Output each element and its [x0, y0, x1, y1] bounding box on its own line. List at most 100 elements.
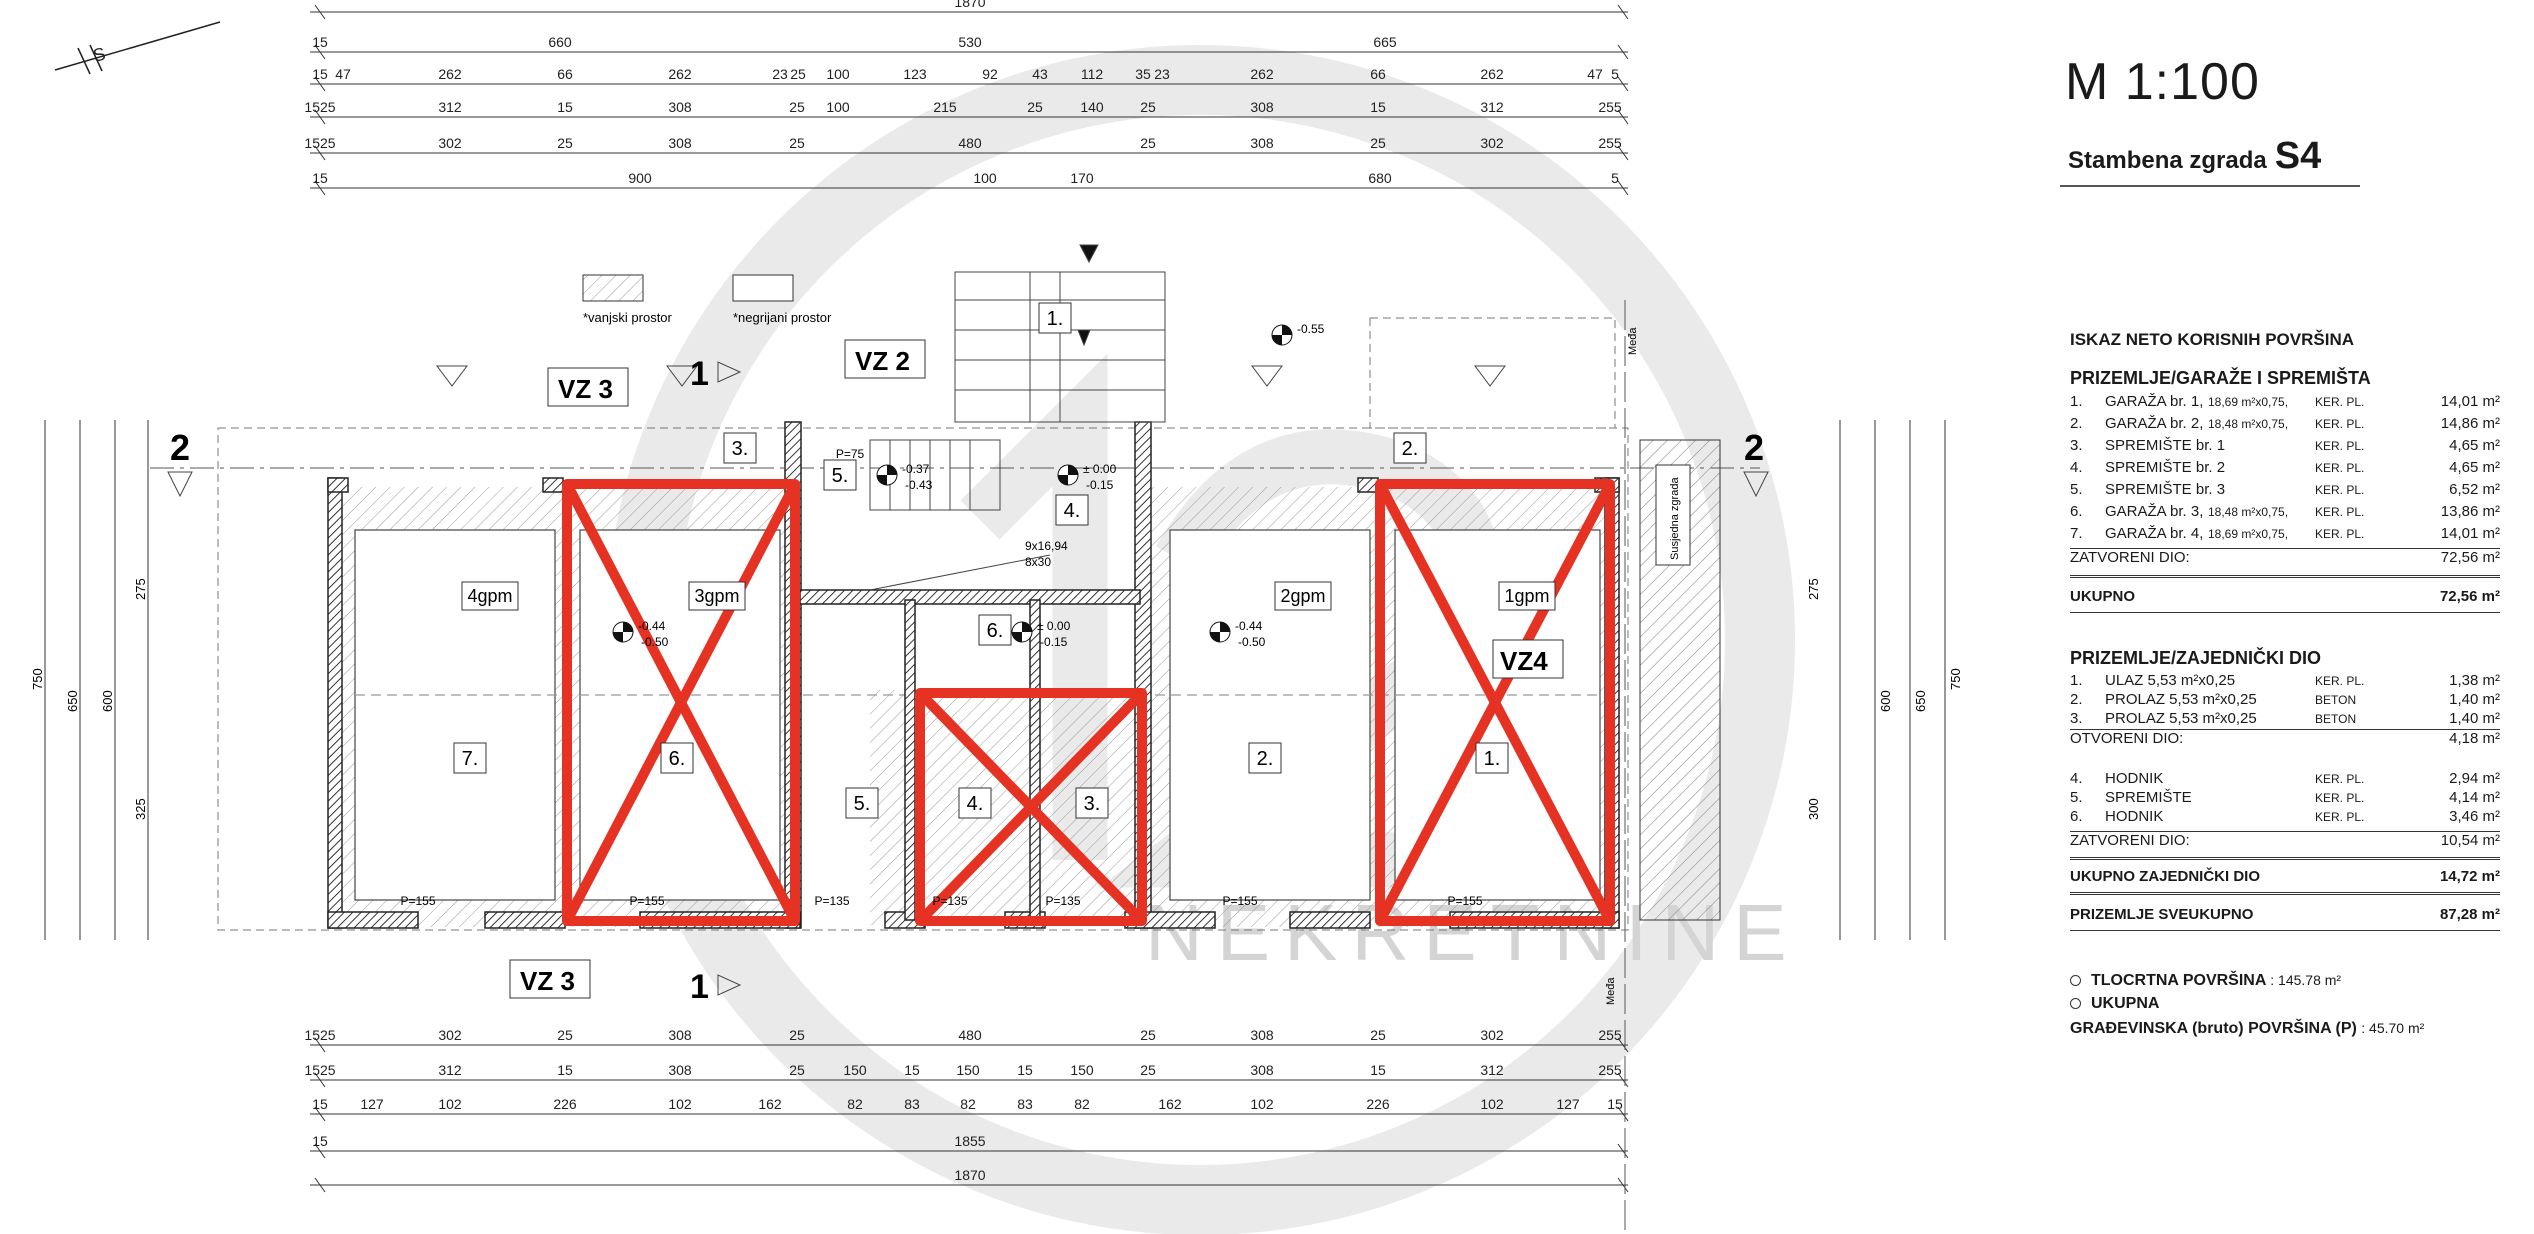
- area-row-n: 1.: [2070, 672, 2083, 689]
- dimension-label: 23: [1154, 66, 1170, 82]
- group1-total: UKUPNO 72,56 m²: [2070, 588, 2500, 605]
- dimension-label: 255: [1598, 1062, 1622, 1078]
- svg-text:S: S: [91, 43, 108, 65]
- dimension-label: 15: [1370, 99, 1386, 115]
- group2-open-label: OTVORENI DIO:: [2070, 730, 2184, 747]
- dimension-label: 308: [668, 135, 692, 151]
- group2-closed-divider: [2070, 831, 2500, 832]
- level-value: -0.55: [1297, 322, 1325, 336]
- dim-right-outer: 750: [1948, 668, 1963, 690]
- door-width-label: P=135: [932, 894, 967, 908]
- dimension-label: 15: [557, 1062, 573, 1078]
- room-label: 1.: [1047, 308, 1064, 330]
- group2-open-divider: [2070, 729, 2500, 730]
- room-label-box: [660, 742, 694, 774]
- group2-double-line: [2070, 857, 2500, 860]
- parking-label-box: [1274, 581, 1332, 611]
- dimension-label: 480: [958, 1027, 982, 1043]
- area-row-t: GARAŽA br. 3,: [2105, 503, 2204, 520]
- area-row-n: 2.: [2070, 691, 2083, 708]
- dimension-label: 255: [1598, 99, 1622, 115]
- level-value-secondary: -0.15: [1086, 478, 1114, 492]
- area-row-t: SPREMIŠTE: [2105, 789, 2192, 806]
- dimension-label: 255: [1598, 1027, 1622, 1043]
- parking-label-box: [688, 581, 746, 611]
- area-row-n: 3.: [2070, 710, 2083, 727]
- room-label-box: [723, 432, 757, 464]
- area-row-t: SPREMIŠTE br. 1: [2105, 437, 2226, 454]
- room-label-box: [958, 787, 992, 819]
- dim-left-mid: 600: [100, 690, 115, 712]
- dimension-label: 150: [1070, 1062, 1094, 1078]
- room-label: 3.: [1084, 793, 1101, 815]
- room-label-box: [453, 742, 487, 774]
- dimension-label: 123: [903, 66, 927, 82]
- area-row-v: 14,01 m²: [2440, 393, 2500, 410]
- group2-open-value: 4,18 m²: [2449, 730, 2500, 747]
- side-dimensions: [44, 420, 1946, 940]
- room-label: 6.: [669, 748, 686, 770]
- room-label: 5.: [832, 465, 849, 487]
- dimension-label: 255: [1598, 135, 1622, 151]
- area-row-m: KER. PL.: [2315, 439, 2365, 453]
- dimension-label: 665: [1373, 34, 1397, 50]
- dim-left-a: 275: [133, 578, 148, 600]
- area-row-formula: 18,48 m²x0,75,: [2208, 417, 2289, 431]
- legend-unheated-label: *negrijani prostor: [733, 310, 832, 325]
- dimension-label: 92: [982, 66, 998, 82]
- neighbour-label: Susjedna zgrada: [1669, 477, 1681, 560]
- group2-closed-label: ZATVORENI DIO:: [2070, 832, 2190, 849]
- dimension-label: 312: [438, 99, 462, 115]
- level-value: ± 0.00: [1083, 462, 1117, 476]
- grand-total: PRIZEMLJE SVEUKUPNO 87,28 m²: [2070, 906, 2500, 923]
- parking-label-box: [1498, 581, 1556, 611]
- dimension-label: 308: [1250, 99, 1274, 115]
- level-value: -0.44: [638, 619, 666, 633]
- area-row-t: HODNIK: [2105, 808, 2164, 825]
- boundary-label-bottom: Međa: [1605, 977, 1617, 1005]
- dimension-label: 1855: [954, 1133, 985, 1149]
- room-label-box: [1393, 432, 1427, 464]
- level-value: -0.44: [1235, 619, 1263, 633]
- area-row-m: KER. PL.: [2315, 674, 2365, 688]
- dimension-label: 1525: [304, 99, 335, 115]
- section-marker-2-left: 2: [170, 427, 190, 468]
- group1-total-value: 72,56 m²: [2439, 588, 2500, 605]
- area-row-v: 4,14 m²: [2449, 789, 2500, 806]
- dimension-label: 170: [1070, 170, 1094, 186]
- room-label: 1.: [1484, 748, 1501, 770]
- dimension-label: 25: [1140, 1027, 1156, 1043]
- dimension-label: 82: [1074, 1096, 1090, 1112]
- dimension-label: 150: [956, 1062, 980, 1078]
- dimension-label: 100: [973, 170, 997, 186]
- crossed-out-units: [562, 479, 1615, 926]
- dimension-label: 226: [553, 1096, 577, 1112]
- dimension-label: 66: [1370, 66, 1386, 82]
- door-width-label: P=75: [836, 447, 865, 461]
- level-markers: -0.44-0.50-0.44-0.50-0.37-0.43± 0.00-0.1…: [612, 322, 1325, 649]
- dimension-label: 308: [668, 1027, 692, 1043]
- area-row-formula: 18,69 m²x0,75,: [2208, 527, 2289, 541]
- dim-right-b: 300: [1806, 798, 1821, 820]
- group2-closed: ZATVORENI DIO: 10,54 m²: [2070, 832, 2500, 849]
- dimension-label: 25: [557, 1027, 573, 1043]
- dimension-label: 15: [1017, 1062, 1033, 1078]
- door-width-label: P=155: [629, 894, 664, 908]
- dimension-label: 162: [758, 1096, 782, 1112]
- dimension-label: 5: [1611, 170, 1619, 186]
- bullet-icon: [2070, 975, 2081, 987]
- building-code: S4: [2274, 135, 2322, 177]
- dimension-label: 25: [1027, 99, 1043, 115]
- group2-open: OTVORENI DIO: 4,18 m²: [2070, 730, 2500, 747]
- title-underline: [2060, 185, 2360, 187]
- room-labels: 7.6.5.4.3.2.1.3.2.5.4.6.1.: [453, 302, 1509, 819]
- group1-closed-value: 72,56 m²: [2440, 549, 2500, 566]
- area-row-v: 1,40 m²: [2449, 691, 2500, 708]
- dimension-label: 25: [1140, 135, 1156, 151]
